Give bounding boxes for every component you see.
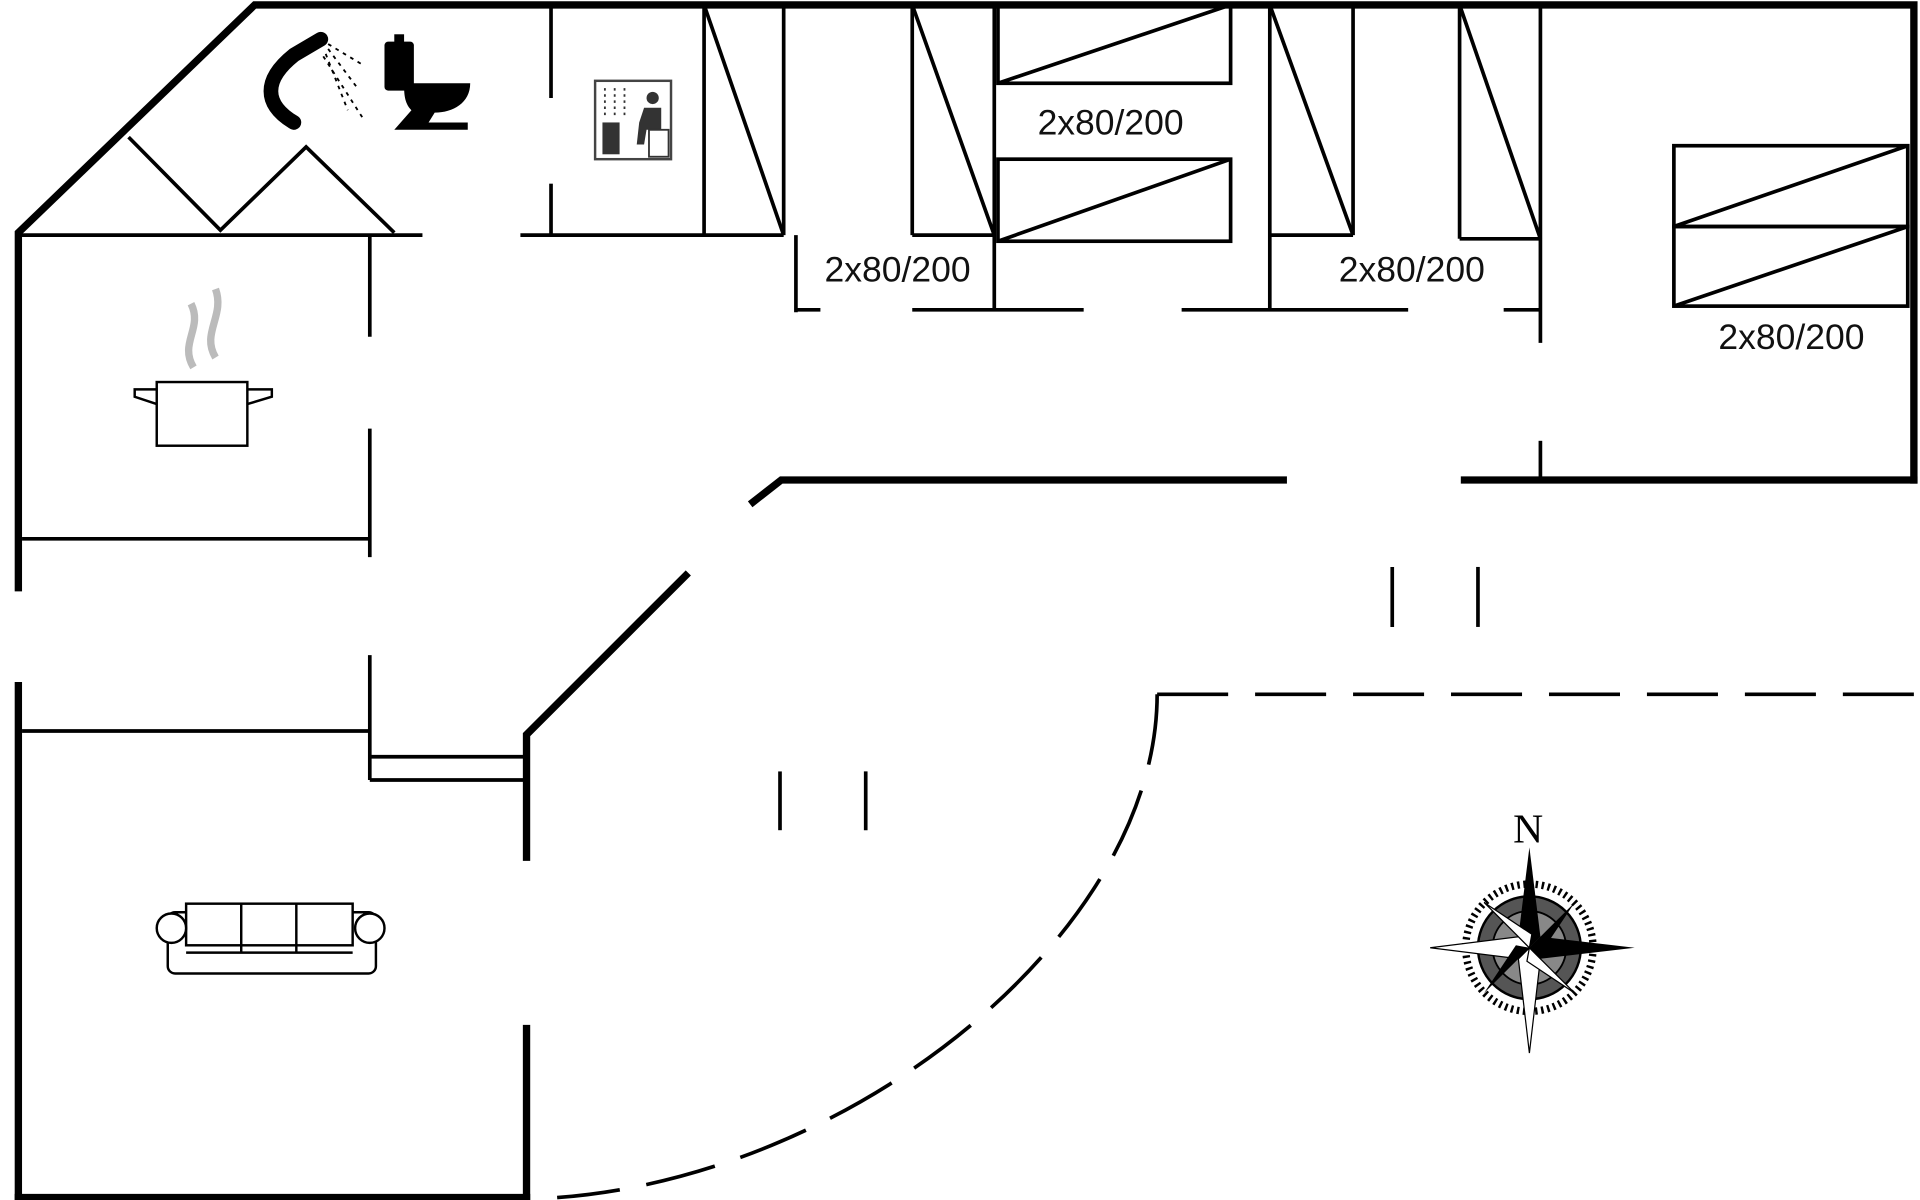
bed-label: 2x80/200 [825,250,971,290]
outer-walls [14,1,1918,1200]
toilet-icon [384,34,471,130]
bed-label: 2x80/200 [1339,250,1485,290]
compass-rose-icon [1430,847,1635,1054]
beds [996,3,1910,308]
sauna-icon [593,79,673,161]
bed-label: 2x80/200 [1038,103,1184,143]
shower-icon [263,31,366,130]
terrace-outline [557,692,1914,1200]
compass-north-label: N [1513,806,1543,852]
bed-label: 2x80/200 [1718,317,1864,357]
sofa-icon [155,902,386,975]
cooking-pot-icon [133,287,274,447]
interior-walls [18,4,1543,831]
